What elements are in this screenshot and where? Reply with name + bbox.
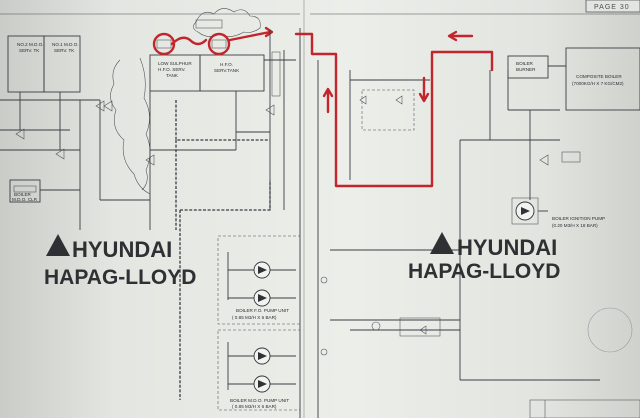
lsfo-label-3: TANK (166, 73, 179, 78)
composite-boiler-box (565, 47, 640, 111)
fo-pump-unit-label-1: BOILER F.O. PUMP UNIT (236, 308, 289, 313)
boiler-ignition-pump: BOILER IGNITION PUMP (0.20 M3/H X 18 BAR… (511, 151, 605, 228)
brand-watermark-right: HYUNDAI HAPAG-LLOYD (408, 232, 560, 283)
mdo-pump-unit-label-1: BOILER M.D.O. PUMP UNIT (230, 398, 289, 403)
left-piping (0, 13, 301, 418)
no2-mdo-label-2: SERV. TK (19, 48, 40, 53)
lsfo-label-1: LOW SULPHUR (158, 61, 192, 66)
no1-mdo-tank (43, 35, 81, 93)
flow-arrow-left (447, 30, 458, 42)
hapag-lloyd-text-right: HAPAG-LLOYD (408, 260, 560, 283)
page-number-box: PAGE 30 (585, 0, 640, 13)
mdo-pump-unit-label-2: ( 0.85 M3/H X 6 BAR) (232, 404, 277, 409)
hfo-tanks: LOW SULPHUR H.F.O. SERV. TANK H.F.O. SER… (110, 8, 265, 195)
hfo-valve-highlight (207, 32, 231, 56)
highlight-connector (170, 36, 208, 46)
brand-watermark-left: HYUNDAI HAPAG-LLOYD (44, 234, 196, 289)
highlight-arrow-left (264, 26, 274, 38)
highlight-to-header (228, 30, 272, 42)
mdo-tanks: NO.2 M.D.O. SERV. TK NO.1 M.D.O. SERV. T… (7, 35, 81, 93)
flow-arrow-down (418, 92, 430, 103)
ignition-pump-label-2: (0.20 M3/H X 18 BAR) (552, 223, 598, 228)
no2-mdo-label-1: NO.2 M.D.O. (17, 42, 44, 47)
hfo-tank (199, 54, 265, 92)
highlighted-fo-line (294, 32, 494, 188)
hyundai-logo-right (430, 232, 454, 254)
fo-pump-unit-label-2: ( 0.85 M3/H X 6 BAR) (232, 315, 277, 320)
flow-arrow-up (322, 87, 334, 98)
fo-pump-unit: BOILER F.O. PUMP UNIT ( 0.85 M3/H X 6 BA… (217, 235, 301, 325)
lsfo-label-2: H.F.O. SERV. (158, 67, 186, 72)
highlight-flow-path (294, 30, 494, 188)
no1-mdo-label-1: NO.1 M.D.O. (52, 42, 79, 47)
hfo-valve-box (211, 39, 227, 49)
hfo-label-1: H.F.O. (220, 62, 233, 67)
boiler-mdo-label-1: BOILER (14, 192, 32, 197)
lsfo-valve-box (156, 39, 172, 49)
composite-boiler-label-2: (7000KG/H X 7 KG/CM2) (572, 81, 624, 86)
vent-valve-box (195, 19, 223, 29)
vent-cloud-outline (193, 8, 261, 37)
page-number: PAGE 30 (594, 4, 630, 11)
boiler-mdo-label-2: M.D.O. CLR (12, 197, 38, 202)
boiler-burner-label-1: BOILER (516, 61, 534, 66)
hapag-lloyd-text-left: HAPAG-LLOYD (44, 266, 196, 289)
composite-boiler-label-1: COMPOSITE BOILER (576, 74, 622, 79)
composite-boiler: BOILER BURNER COMPOSITE BOILER (7000KG/H… (507, 47, 640, 111)
ignition-pump-label-1: BOILER IGNITION PUMP (552, 216, 605, 221)
area-outline (110, 59, 151, 195)
lsfo-valve-highlight (152, 32, 176, 56)
hfo-label-2: SERV.TANK (214, 68, 240, 73)
mdo-pump-unit: BOILER M.D.O. PUMP UNIT ( 0.85 M3/H X 6 … (217, 329, 301, 411)
hyundai-text-left: HYUNDAI (72, 237, 172, 262)
highlight-valves (152, 19, 274, 56)
boiler-burner-box (507, 55, 549, 79)
boiler-mdo-cooler: BOILER M.D.O. CLR (9, 179, 80, 203)
approval-stamp (587, 307, 633, 353)
hyundai-logo-left (46, 234, 70, 256)
no1-mdo-label-2: SERV. TK (54, 48, 75, 53)
hyundai-text-right: HYUNDAI (457, 235, 557, 260)
area-outline-2 (139, 57, 151, 191)
boiler-burner-label-2: BURNER (516, 67, 536, 72)
